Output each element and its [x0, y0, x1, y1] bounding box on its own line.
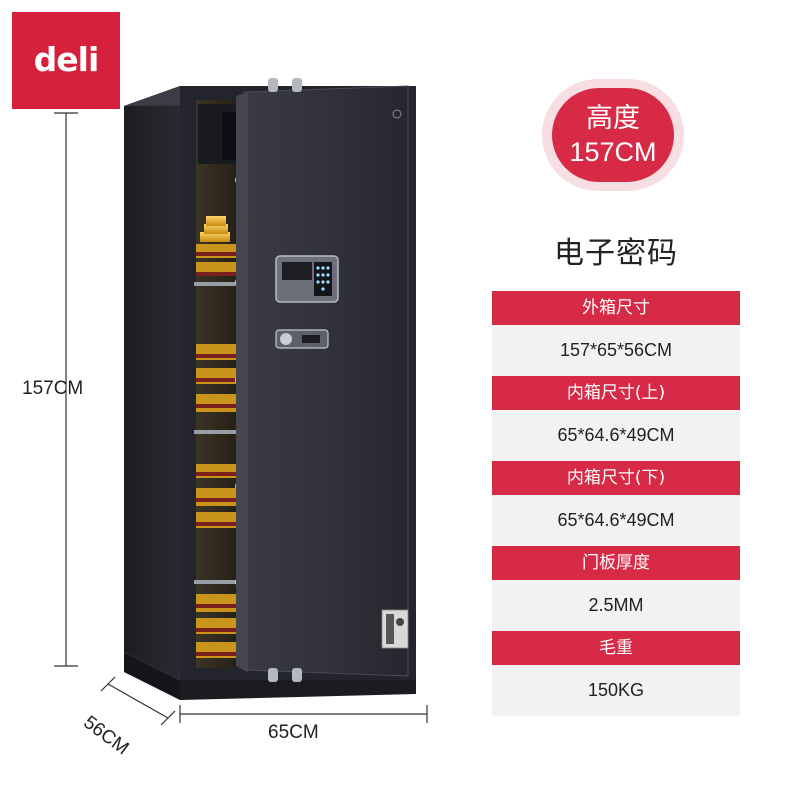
spec-value: 65*64.6*49CM	[492, 495, 740, 546]
height-badge-inner: 高度 157CM	[552, 88, 674, 182]
spec-label: 门板厚度	[492, 546, 740, 580]
spec-value: 157*65*56CM	[492, 325, 740, 376]
spec-table: 外箱尺寸 157*65*56CM 内箱尺寸(上) 65*64.6*49CM 内箱…	[492, 291, 740, 716]
height-badge-value: 157CM	[569, 137, 657, 167]
spec-label: 内箱尺寸(下)	[492, 461, 740, 495]
spec-label: 内箱尺寸(上)	[492, 376, 740, 410]
depth-dimension-line	[100, 676, 176, 726]
spec-label: 毛重	[492, 631, 740, 665]
spec-row-gross-weight: 毛重 150KG	[492, 631, 740, 716]
spec-value: 65*64.6*49CM	[492, 410, 740, 461]
deli-logo: deli	[12, 12, 120, 109]
height-badge: 高度 157CM	[542, 79, 684, 191]
spec-value: 2.5MM	[492, 580, 740, 631]
lock-type-heading: 电子密码	[554, 236, 678, 271]
width-dimension-line	[179, 705, 428, 723]
safe-body	[124, 78, 416, 700]
spec-row-inner-size-upper: 内箱尺寸(上) 65*64.6*49CM	[492, 376, 740, 461]
height-badge-title: 高度	[586, 103, 640, 133]
spec-row-inner-size-lower: 内箱尺寸(下) 65*64.6*49CM	[492, 461, 740, 546]
spec-row-outer-size: 外箱尺寸 157*65*56CM	[492, 291, 740, 376]
spec-row-door-thickness: 门板厚度 2.5MM	[492, 546, 740, 631]
spec-value: 150KG	[492, 665, 740, 716]
height-dimension-line	[54, 112, 78, 667]
width-dimension-label: 65CM	[268, 722, 319, 743]
spec-label: 外箱尺寸	[492, 291, 740, 325]
height-dimension-label: 157CM	[22, 378, 84, 399]
logo-text: deli	[33, 40, 100, 79]
